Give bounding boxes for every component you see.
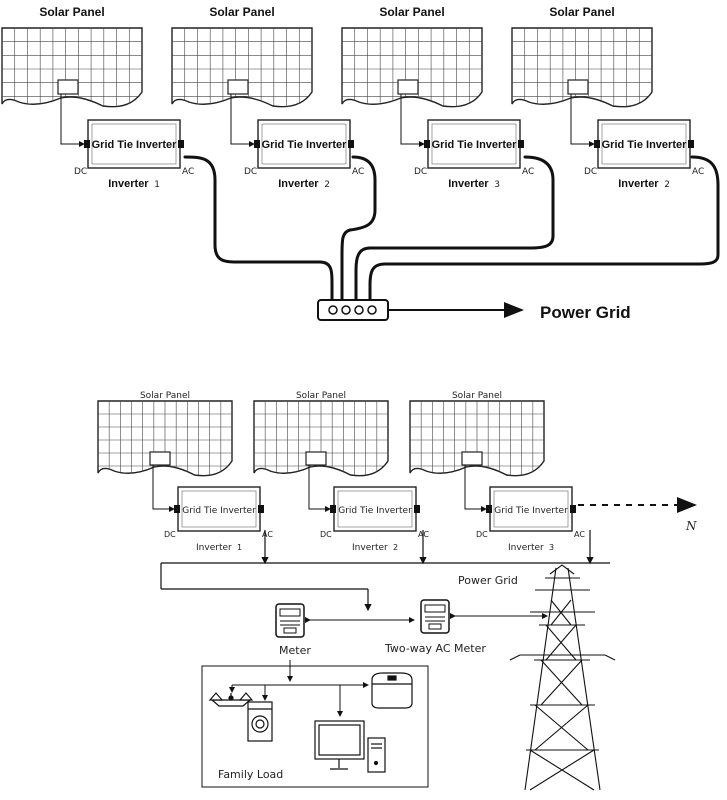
inverter-label: Inverter	[618, 178, 659, 190]
grid-tie-inverter: Grid Tie Inverter	[84, 119, 184, 169]
meter-connections	[287, 613, 548, 682]
dc-label: DC	[74, 167, 87, 177]
inverter-text: Grid Tie Inverter	[92, 139, 177, 151]
two-way-meter-label: Two-way AC Meter	[384, 642, 486, 655]
solar-panel	[171, 27, 313, 108]
inverter-text: Grid Tie Inverter	[262, 139, 347, 151]
power-grid-label: Power Grid	[540, 303, 631, 322]
solar-panel-label: Solar Panel	[39, 5, 104, 19]
ac-label: AC	[522, 167, 534, 177]
junction-box-icon	[397, 79, 419, 95]
solar-panel	[511, 27, 653, 108]
inverter-label: Inverter	[108, 178, 149, 190]
ac-label: AC	[352, 167, 364, 177]
dc-label: DC	[476, 530, 488, 539]
inverter-number: 3	[549, 543, 554, 552]
inverter-text: Grid Tie Inverter	[338, 506, 412, 516]
inverter-number: 1	[154, 180, 160, 190]
grid-tie-inverter: Grid Tie Inverter	[486, 486, 576, 532]
solar-panel-label: Solar Panel	[452, 391, 502, 401]
power-grid-label-bottom: Power Grid	[458, 574, 518, 587]
junction-box-icon	[305, 451, 327, 466]
junction-box-icon	[149, 451, 171, 466]
solar-panel	[253, 400, 389, 477]
ac-label: AC	[574, 530, 585, 539]
meter-icon	[275, 603, 305, 638]
grid-tie-inverter: Grid Tie Inverter	[424, 119, 524, 169]
solar-panel	[341, 27, 483, 108]
solar-panel-label: Solar Panel	[549, 5, 614, 19]
inverter-label: Inverter	[448, 178, 489, 190]
load-distribution	[229, 682, 369, 717]
family-load-label: Family Load	[218, 768, 283, 781]
inverter-label: Inverter	[352, 543, 388, 553]
ac-label: AC	[182, 167, 194, 177]
solar-panel	[97, 400, 233, 477]
ac-label: AC	[418, 530, 429, 539]
dc-label: DC	[584, 167, 597, 177]
family-load-box	[201, 665, 429, 788]
grid-tie-inverter: Grid Tie Inverter	[330, 486, 420, 532]
inverter-number: 2	[664, 180, 670, 190]
ac-label: AC	[692, 167, 704, 177]
solar-panel	[409, 400, 545, 477]
junction-box-icon	[57, 79, 79, 95]
inverter-number: 3	[494, 180, 500, 190]
inverter-number: 1	[237, 543, 242, 552]
dc-label: DC	[164, 530, 176, 539]
inverter-text: Grid Tie Inverter	[432, 139, 517, 151]
junction-box-icon	[227, 79, 249, 95]
dc-label: DC	[320, 530, 332, 539]
rice-cooker-icon	[371, 672, 413, 709]
ac-bus	[160, 530, 610, 612]
solar-panel-label: Solar Panel	[296, 391, 346, 401]
inverter-number: 2	[324, 180, 330, 190]
dc-label: DC	[244, 167, 257, 177]
dc-label: DC	[414, 167, 427, 177]
junction-box-icon	[567, 79, 589, 95]
solar-panel	[1, 27, 143, 108]
meter-label: Meter	[279, 644, 311, 657]
junction-box-icon	[461, 451, 483, 466]
inverter-label: Inverter	[278, 178, 319, 190]
solar-panel-label: Solar Panel	[379, 5, 444, 19]
computer-tower-icon	[367, 737, 386, 773]
inverter-label: Inverter	[196, 543, 232, 553]
inverter-number: 2	[393, 543, 398, 552]
monitor-icon	[314, 720, 365, 770]
inverter-text: Grid Tie Inverter	[182, 506, 256, 516]
n-label: N	[685, 519, 697, 533]
top-ac-cables	[183, 155, 720, 302]
solar-panel-label: Solar Panel	[209, 5, 274, 19]
inverter-text: Grid Tie Inverter	[602, 139, 687, 151]
two-way-meter-icon	[420, 599, 450, 634]
grid-tie-inverter: Grid Tie Inverter	[254, 119, 354, 169]
transmission-tower-icon	[509, 564, 616, 791]
inverter-text: Grid Tie Inverter	[494, 506, 568, 516]
inverter-label: Inverter	[508, 543, 544, 553]
grid-tie-inverter: Grid Tie Inverter	[174, 486, 264, 532]
ac-label: AC	[262, 530, 273, 539]
solar-panel-label: Solar Panel	[140, 391, 190, 401]
washing-machine-icon	[247, 701, 273, 742]
grid-tie-inverter: Grid Tie Inverter	[594, 119, 694, 169]
chandelier-icon	[208, 692, 254, 707]
junction-box	[317, 299, 389, 321]
